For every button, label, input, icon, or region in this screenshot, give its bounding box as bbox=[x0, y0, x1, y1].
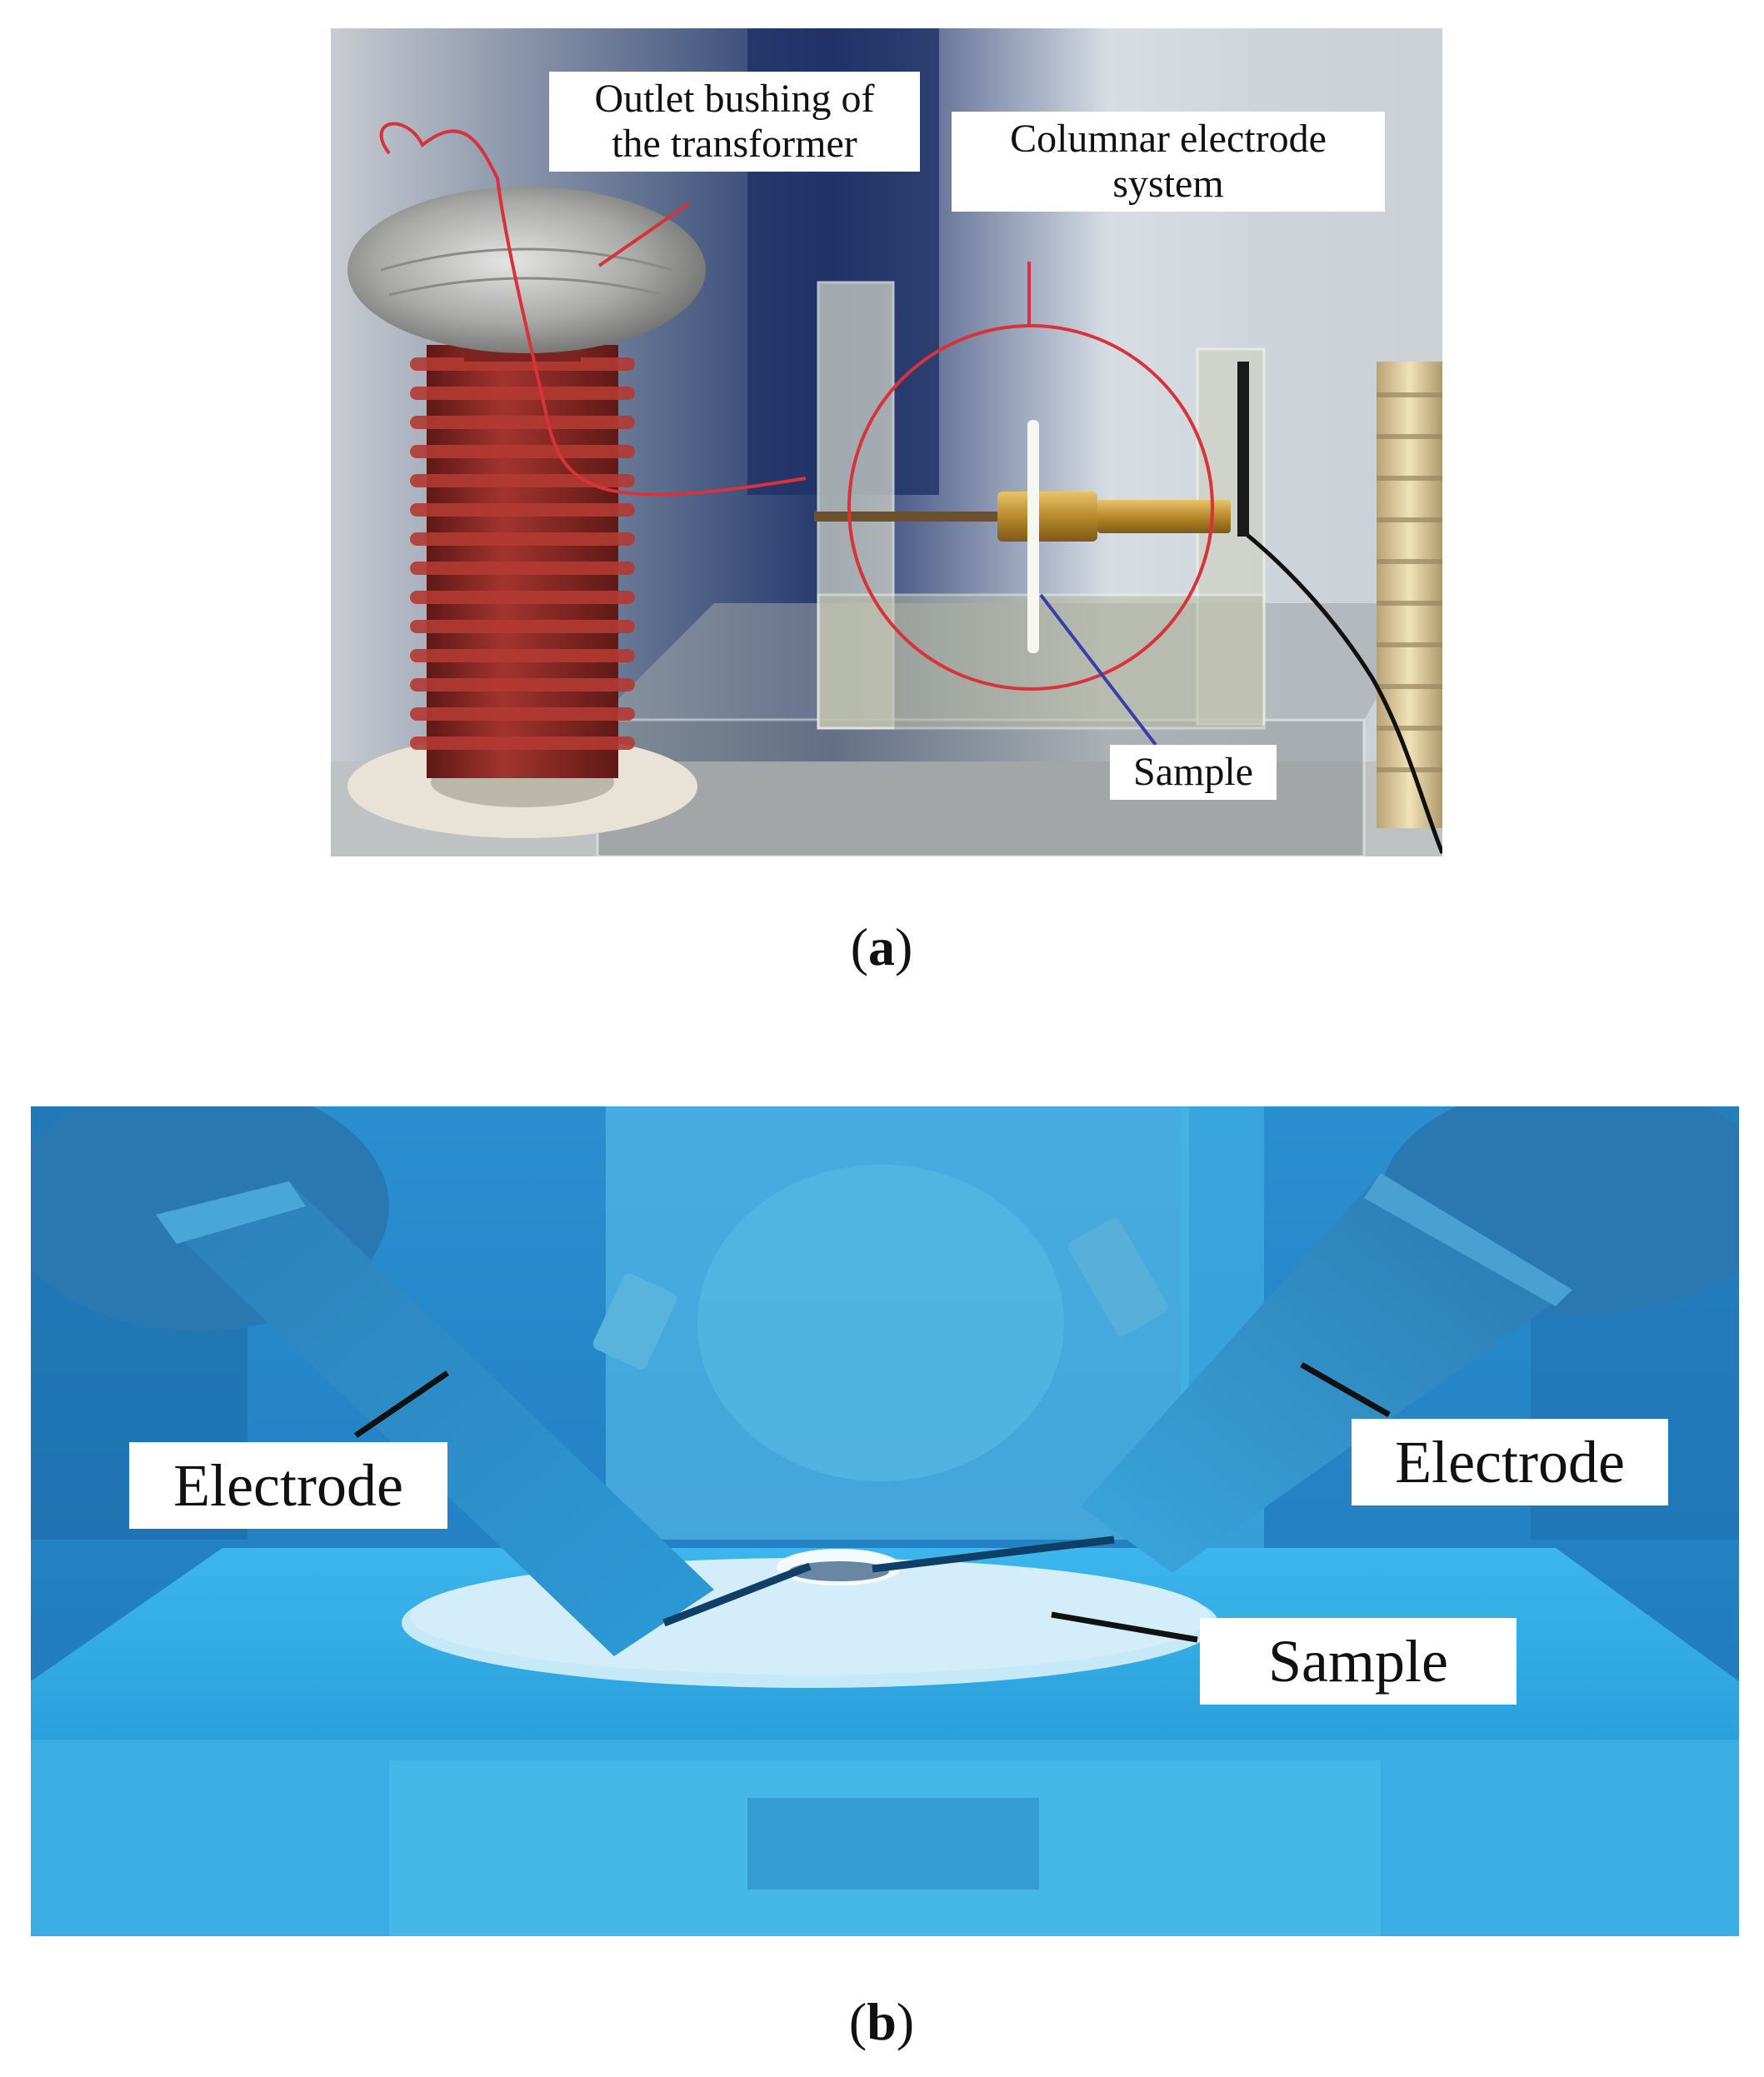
label-sample-b: Sample bbox=[1200, 1618, 1517, 1705]
caption-b: (b) bbox=[848, 1992, 915, 2051]
label-outlet-bushing-line1: Outlet bushing of bbox=[594, 77, 875, 121]
bushing-leader-line bbox=[597, 202, 691, 267]
label-electrode-right: Electrode bbox=[1352, 1419, 1668, 1505]
panel-a-photo: Outlet bushing of the transformer Column… bbox=[331, 28, 1442, 856]
label-sample-a: Sample bbox=[1110, 745, 1277, 800]
label-electrode-left-text: Electrode bbox=[173, 1452, 403, 1519]
panel-b-scene bbox=[31, 1106, 1739, 1936]
electrode-right-leader-line bbox=[1300, 1361, 1391, 1418]
sample-leader-line-b bbox=[1051, 1611, 1198, 1643]
label-electrode-left: Electrode bbox=[129, 1442, 447, 1529]
label-columnar-electrode-line1: Columnar electrode bbox=[1010, 117, 1327, 161]
electrode-left-leader-line bbox=[354, 1371, 449, 1438]
transformer-bushing bbox=[347, 122, 807, 778]
columnar-electrode-cell bbox=[814, 281, 1442, 854]
label-outlet-bushing: Outlet bushing of the transformer bbox=[549, 72, 920, 172]
label-sample-a-text: Sample bbox=[1133, 750, 1253, 794]
caption-a: (a) bbox=[850, 917, 913, 976]
right-electrode-arm bbox=[872, 1173, 1572, 1573]
label-columnar-electrode: Columnar electrode system bbox=[952, 112, 1385, 212]
caption-b-letter: b bbox=[867, 1992, 897, 2051]
label-sample-b-text: Sample bbox=[1268, 1628, 1448, 1695]
left-electrode-arm bbox=[156, 1181, 812, 1656]
secondary-bushing bbox=[1377, 362, 1442, 828]
label-outlet-bushing-line2: the transformer bbox=[612, 122, 857, 166]
label-columnar-electrode-line2: system bbox=[1112, 162, 1224, 206]
label-electrode-right-text: Electrode bbox=[1395, 1429, 1625, 1495]
panel-b-photo: Electrode Electrode Sample bbox=[31, 1106, 1739, 1936]
caption-a-letter: a bbox=[868, 917, 895, 976]
sample-leader-line-a bbox=[1039, 593, 1157, 746]
